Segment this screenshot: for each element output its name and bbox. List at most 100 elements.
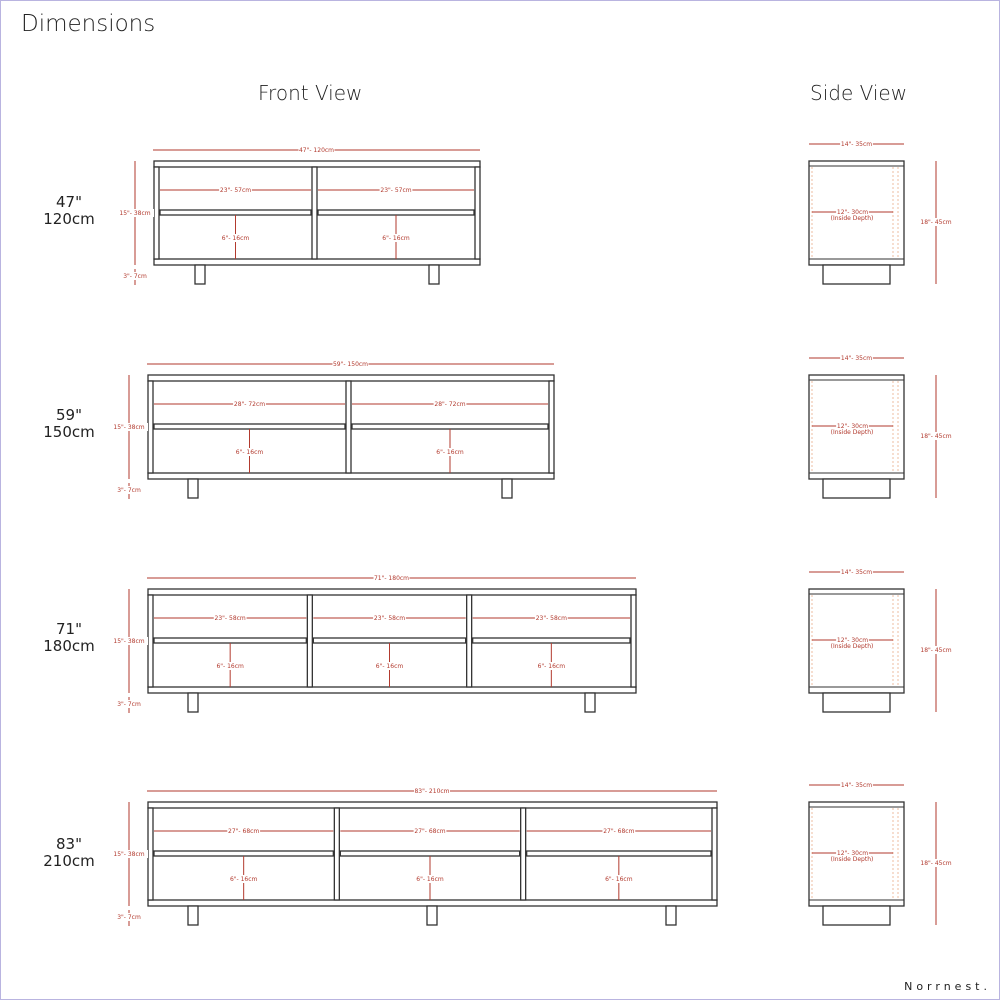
row3-shelf-label-pad	[364, 662, 395, 670]
side-view-heading: Side View	[810, 81, 908, 105]
row3-divider	[466, 594, 473, 688]
row3-inside-note-bg	[831, 642, 881, 650]
row3-compartment-width-dim-label-bg	[213, 614, 247, 622]
row1-compartment-width-dim-label: 23"- 57cm	[220, 187, 251, 194]
row3-side-base	[822, 692, 891, 713]
row1-side-depth-dim-label: 14"- 35cm	[841, 141, 872, 148]
row2-compartment-width-dim-label: 28"- 72cm	[234, 401, 265, 408]
row4-side-depth-dim-label-bg	[840, 781, 873, 789]
row3-right-side	[630, 594, 637, 688]
row2-shelf-height-label: 6"- 16cm	[236, 449, 264, 456]
row3-shelf	[312, 637, 467, 644]
row2-compartment-width-dim-label-bg	[233, 400, 266, 408]
row2-shelf-label-pad	[224, 448, 255, 456]
row1-inside-depth-note: (Inside Depth)	[831, 215, 874, 222]
row4-shelf-height-label: 6"- 16cm	[605, 876, 633, 883]
row4-left-side	[147, 807, 154, 901]
row1-divider	[311, 166, 318, 260]
row2-total-height-label: 18"- 45cm	[920, 433, 951, 440]
row1-width-dim-label-bg	[298, 146, 335, 154]
row3-width-dim-label: 71"- 180cm	[374, 575, 409, 582]
row2-inside-depth-dim-label-bg	[836, 422, 869, 430]
row1-shelf-height-label: 6"- 16cm	[382, 235, 410, 242]
row4-compartment-width-dim-label: 27"- 68cm	[228, 828, 259, 835]
row4-divider	[333, 807, 340, 901]
row2-leg-height-label: 3"- 7cm	[117, 487, 141, 494]
row4-total-label-bg	[918, 859, 954, 867]
row4-leg	[187, 905, 199, 926]
row4-shelf-label-pad	[405, 875, 435, 883]
page-title: Dimensions	[21, 11, 156, 37]
row3-side-depth-dim-label: 14"- 35cm	[841, 569, 872, 576]
row1-shelf-label-pad	[371, 234, 401, 242]
row3-shelf	[153, 637, 307, 644]
row1-shelf	[317, 209, 475, 216]
row3-shelf	[472, 637, 631, 644]
row4-inside-depth-dim-label-bg	[836, 849, 869, 857]
row4-inside-depth-dim-label: 12"- 30cm	[837, 850, 868, 857]
row2-bottom-panel	[147, 472, 555, 480]
row4-body-height-label: 15"- 38cm	[113, 851, 144, 858]
row4-shelf	[339, 850, 521, 857]
row3-compartment-width-dim-label: 23"- 58cm	[374, 615, 405, 622]
row3-leg-height-label: 3"- 7cm	[117, 701, 141, 708]
row1-inside-depth-dim-label-bg	[836, 208, 869, 216]
row4-compartment-width-dim-label-bg	[602, 827, 636, 835]
row2-shelf-label-pad	[425, 448, 455, 456]
row1-body-label-bg	[114, 209, 154, 217]
row4-width-dim-label-bg	[414, 787, 450, 795]
row3-side-depth-dim-label-bg	[840, 568, 873, 576]
row2-leg	[501, 478, 513, 499]
row1-bottom-panel	[153, 258, 481, 266]
row2-left-side	[147, 380, 154, 474]
row3-width-dim-label-bg	[373, 574, 410, 582]
row1-leg-height-label: 3"- 7cm	[123, 273, 147, 280]
row4-top-panel	[147, 801, 718, 809]
row3-leg-label-bg	[108, 700, 148, 708]
row3-body-label-bg	[108, 637, 148, 645]
row3-compartment-width-dim-label: 23"- 58cm	[215, 615, 246, 622]
row2-shelf-height-label: 6"- 16cm	[436, 449, 464, 456]
row3-inside-depth-dim-label-bg	[836, 636, 869, 644]
row1-compartment-width-dim-label-bg	[219, 186, 252, 194]
row4-bottom-panel	[147, 899, 718, 907]
size-label-47: 47"120cm	[43, 193, 95, 228]
row1-right-side	[474, 166, 481, 260]
row4-compartment-width-dim-label-bg	[227, 827, 261, 835]
row2-body-label-bg	[108, 423, 148, 431]
size-label-59: 59"150cm	[43, 406, 95, 441]
row2-inside-note-bg	[831, 428, 881, 436]
row4-shelf	[526, 850, 712, 857]
row1-total-height-label: 18"- 45cm	[920, 219, 951, 226]
row4-side-base	[822, 905, 891, 926]
row4-shelf-label-pad	[218, 875, 249, 883]
row4-compartment-width-dim-label: 27"- 68cm	[414, 828, 445, 835]
row2-width-dim-label: 59"- 150cm	[333, 361, 368, 368]
row1-left-side	[153, 166, 160, 260]
row3-top-panel	[147, 588, 637, 596]
row3-divider	[306, 594, 313, 688]
row1-side-base	[822, 264, 891, 285]
row2-inside-depth-dim-label: 12"- 30cm	[837, 423, 868, 430]
row4-leg	[426, 905, 438, 926]
row4-leg	[665, 905, 677, 926]
row1-side-depth-dim-label-bg	[840, 140, 873, 148]
row2-top-panel	[147, 374, 555, 382]
row2-compartment-width-dim-label-bg	[433, 400, 467, 408]
row4-compartment-width-dim-label: 27"- 68cm	[603, 828, 634, 835]
row3-shelf-label-pad	[205, 662, 235, 670]
row2-divider	[345, 380, 352, 474]
row3-leg	[187, 692, 199, 713]
row1-total-label-bg	[918, 218, 954, 226]
row2-leg	[187, 478, 199, 499]
row4-total-height-label: 18"- 45cm	[920, 860, 951, 867]
row2-body-height-label: 15"- 38cm	[113, 424, 144, 431]
row1-leg-label-bg	[114, 272, 154, 280]
row4-side-depth-dim-label: 14"- 35cm	[841, 782, 872, 789]
row2-inside-depth-note: (Inside Depth)	[831, 429, 874, 436]
row2-width-dim-label-bg	[332, 360, 369, 368]
row2-shelf	[153, 423, 346, 430]
row3-shelf-height-label: 6"- 16cm	[216, 663, 244, 670]
